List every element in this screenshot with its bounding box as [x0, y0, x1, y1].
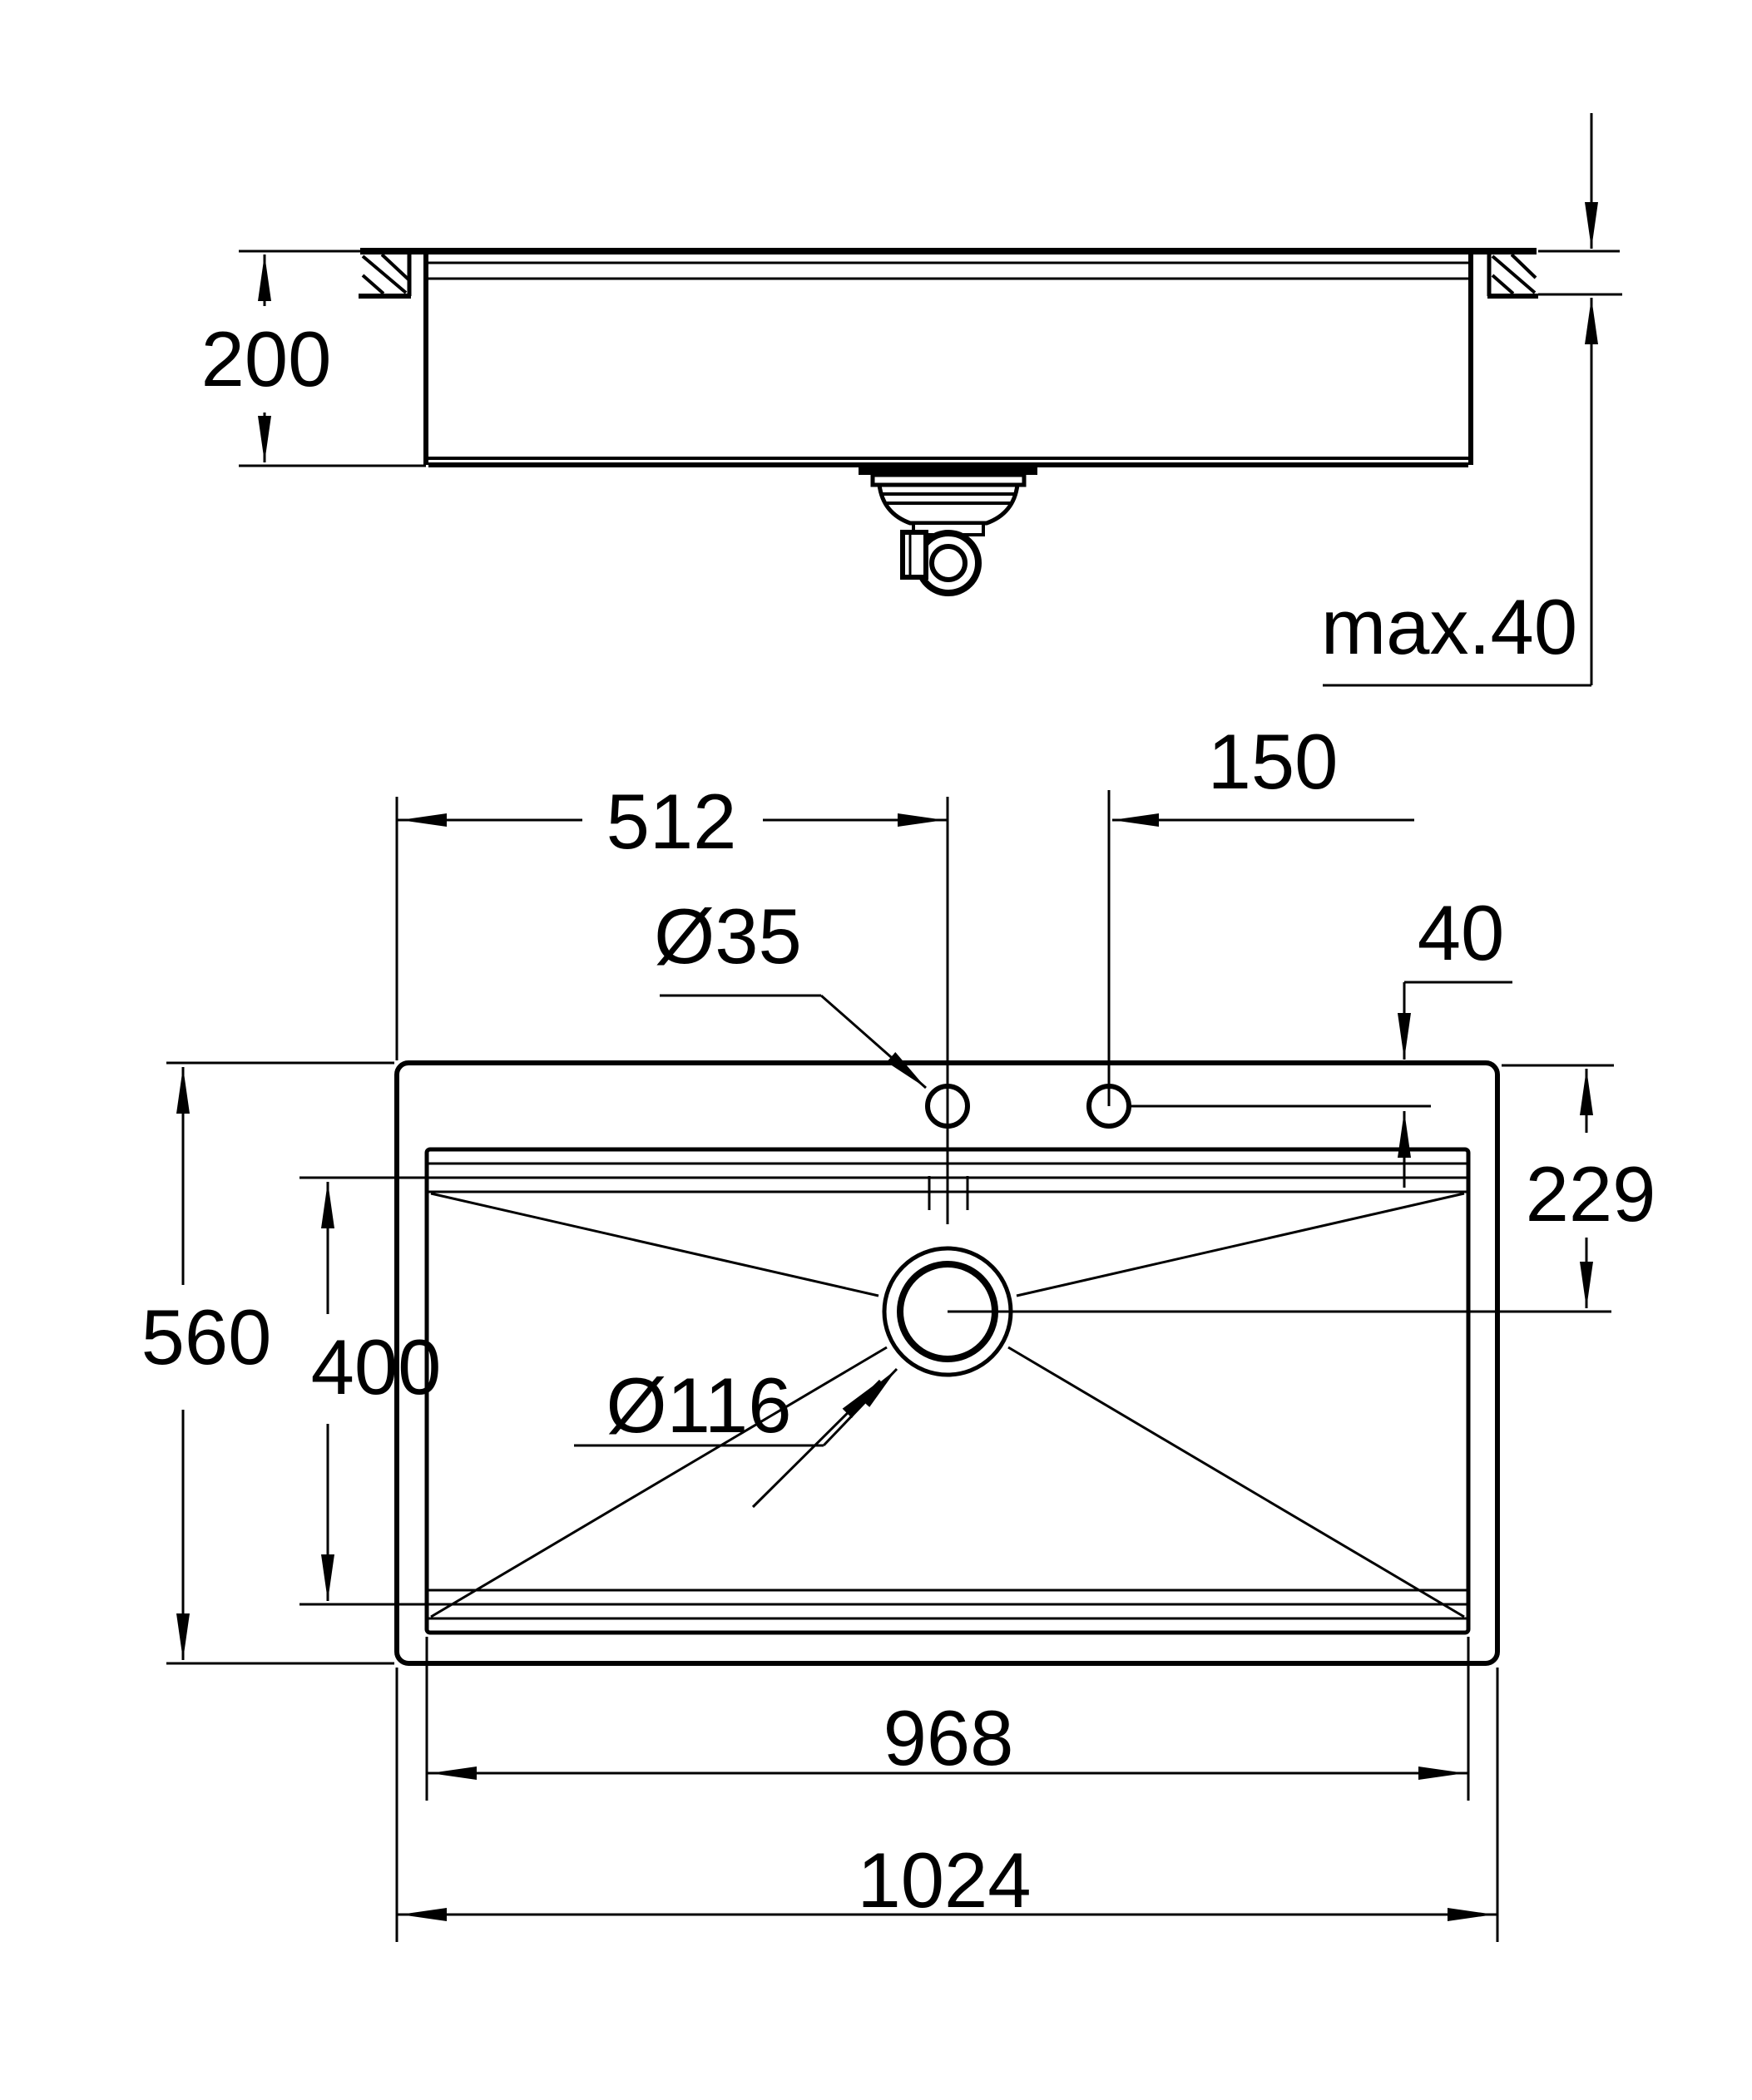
dim-229: 229 [1502, 1064, 1656, 1308]
drain-plan [882, 1246, 1611, 1377]
dim-150-label: 150 [1208, 718, 1339, 805]
countertop-hatch-right [1487, 251, 1538, 299]
dim-512: 512 [395, 778, 948, 1060]
drain-bracket [900, 530, 928, 580]
countertop-hatch-left [359, 251, 412, 299]
side-view: 200 max.40 [201, 113, 1622, 687]
faucet-holes [925, 790, 1431, 1224]
dim-40-label: 40 [1418, 889, 1505, 976]
dim-229-label: 229 [1526, 1150, 1656, 1238]
dim-dia35: Ø35 [654, 892, 927, 1090]
dim-40: 40 [1398, 889, 1512, 1188]
drain-flange [859, 464, 1037, 475]
dim-dia116: Ø116 [574, 1361, 898, 1509]
dim-560-label: 560 [141, 1293, 272, 1381]
dim-400: 400 [299, 1176, 442, 1606]
dim-968: 968 [425, 1637, 1470, 1801]
dim-200-label: 200 [201, 315, 332, 403]
dim-dia35-label: Ø35 [654, 892, 802, 980]
dim-150: 150 [1112, 718, 1414, 827]
bowl-slope-diagonals [430, 1192, 1465, 1618]
plan-view: 512 150 Ø35 40 229 [141, 718, 1656, 1942]
dim-max40: max.40 [1321, 113, 1622, 687]
side-sink-body [423, 251, 1473, 467]
dim-400-label: 400 [311, 1323, 442, 1411]
dim-dia116-label: Ø116 [606, 1361, 792, 1449]
drain-outlet-bore [929, 544, 968, 582]
dim-512-label: 512 [606, 778, 737, 865]
dim-200: 200 [201, 250, 426, 467]
dim-max40-label: max.40 [1321, 583, 1577, 670]
dim-1024: 1024 [395, 1668, 1499, 1942]
dim-968-label: 968 [883, 1694, 1014, 1781]
dim-560: 560 [141, 1061, 394, 1665]
dim-1024-label: 1024 [857, 1836, 1031, 1924]
drain-assembly-side [859, 464, 1037, 596]
